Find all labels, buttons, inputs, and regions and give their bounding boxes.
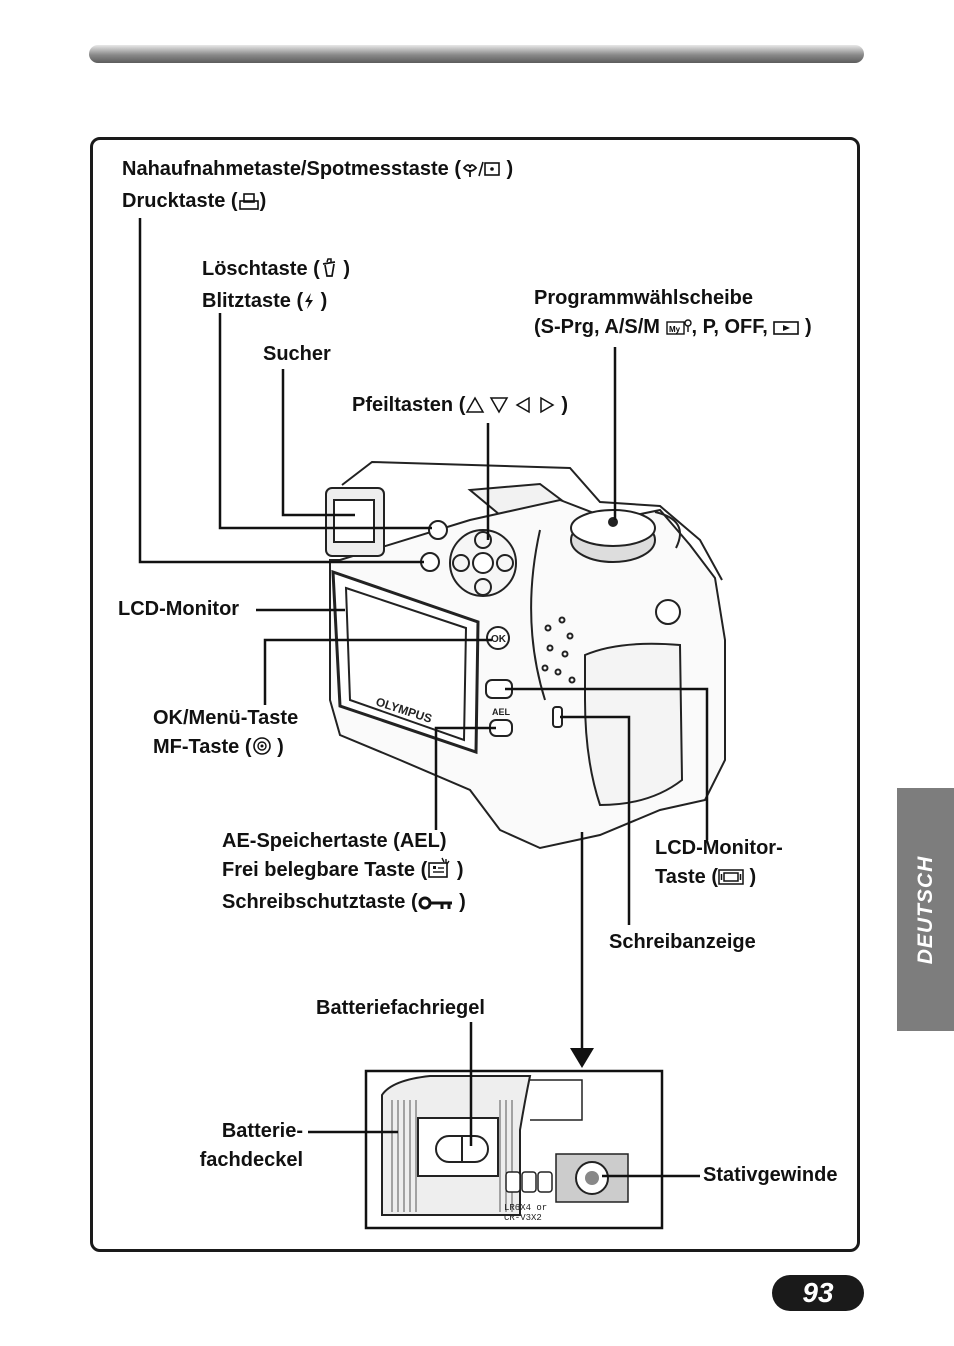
label-battery-cover-1: Batterie-: [221, 1120, 303, 1142]
label-ok-menu: OK/Menü-Taste: [153, 707, 299, 729]
label-mf: MF-Taste (: [153, 736, 252, 758]
label-macro-close: ): [500, 158, 514, 180]
ok-button-text: OK: [491, 634, 507, 645]
label-arrows-close: ): [561, 394, 569, 416]
language-tab: DEUTSCH: [897, 788, 954, 1031]
bottom-view-inset: [308, 1022, 700, 1230]
label-erase: Löschtaste (: [202, 258, 320, 280]
label-erase-close: ): [337, 258, 351, 280]
callout-macro-print: Nahaufnahmetaste/Spotmesstaste ( ) Druck…: [122, 155, 513, 219]
callout-battery-cover: Batterie- fachdeckel: [187, 1117, 303, 1175]
language-tab-label: DEUTSCH: [913, 855, 937, 964]
label-print-close: ): [259, 190, 267, 212]
label-mode-dial-2a: (S-Prg, A/S/M: [534, 316, 660, 338]
playback-icon: [773, 316, 800, 345]
flash-icon: [303, 290, 315, 319]
label-viewfinder: Sucher: [263, 343, 331, 365]
label-tripod: Stativgewinde: [703, 1164, 838, 1186]
callout-write-indicator: Schreibanzeige: [609, 928, 756, 957]
label-ael: AE-Speichertaste (AEL): [222, 830, 447, 852]
key-icon: [418, 891, 454, 920]
label-write-indicator: Schreibanzeige: [609, 931, 756, 953]
header-bar: [89, 45, 864, 63]
label-protect: Schreibschutztaste (: [222, 891, 418, 913]
label-lcd-button-2: Taste (: [655, 866, 718, 888]
callout-arrows: Pfeiltasten (): [352, 391, 568, 423]
battery-text-1: LR6X4 or: [504, 1203, 547, 1213]
down-arrow: [570, 1048, 594, 1068]
label-flash-close: ): [315, 290, 328, 312]
callout-ael: AE-Speichertaste (AEL) Frei belegbare Ta…: [222, 827, 466, 920]
arrow-keys-icon: [465, 394, 561, 423]
trash-icon: [320, 258, 338, 287]
print-icon: [238, 190, 260, 219]
label-mode-dial-2b: , P, OFF,: [691, 316, 768, 338]
macro-icon: [461, 158, 501, 187]
label-custom-button: Frei belegbare Taste (: [222, 859, 428, 881]
label-battery-lock: Batteriefachriegel: [316, 997, 485, 1019]
callout-lcd-button: LCD-Monitor- Taste ( ): [655, 834, 783, 895]
page-number: 93: [772, 1275, 864, 1311]
callout-battery-lock: Batteriefachriegel: [316, 994, 485, 1023]
lcd-monitor-icon: [718, 866, 744, 895]
label-mf-close: ): [271, 736, 284, 758]
label-flash: Blitztaste (: [202, 290, 304, 312]
svg-text:My: My: [669, 325, 681, 334]
label-arrows: Pfeiltasten (: [352, 394, 466, 416]
callout-viewfinder: Sucher: [263, 340, 331, 369]
label-print: Drucktaste (: [122, 190, 238, 212]
my-mode-icon: My: [665, 316, 692, 345]
diagram-frame: [90, 137, 860, 1252]
ael-button-text: AEL: [492, 707, 511, 717]
label-protect-close: ): [453, 891, 466, 913]
callout-mode-dial: Programmwählscheibe (S-Prg, A/S/M My , P,…: [534, 284, 812, 345]
callout-ok-menu: OK/Menü-Taste MF-Taste ( ): [153, 704, 298, 765]
battery-text-2: CR-V3X2: [504, 1213, 542, 1223]
label-custom-button-close: ): [451, 859, 464, 881]
label-macro: Nahaufnahmetaste/Spotmesstaste (: [122, 158, 461, 180]
label-mode-dial-2c: ): [799, 316, 812, 338]
custom-button-icon: [427, 857, 451, 888]
label-lcd-monitor: LCD-Monitor: [118, 598, 240, 620]
camera-back-illustration: [325, 460, 726, 850]
leader-lines: [138, 218, 709, 1050]
label-mode-dial-1: Programmwählscheibe: [534, 287, 753, 309]
mf-icon: [252, 736, 272, 765]
callout-lcd: LCD-Monitor: [118, 595, 239, 624]
callout-erase-flash: Löschtaste ( ) Blitztaste ( ): [202, 255, 350, 319]
callout-tripod: Stativgewinde: [703, 1161, 837, 1190]
label-lcd-button-1: LCD-Monitor-: [655, 837, 783, 859]
label-battery-cover-2: fachdeckel: [199, 1149, 303, 1171]
label-lcd-button-close: ): [743, 866, 757, 888]
